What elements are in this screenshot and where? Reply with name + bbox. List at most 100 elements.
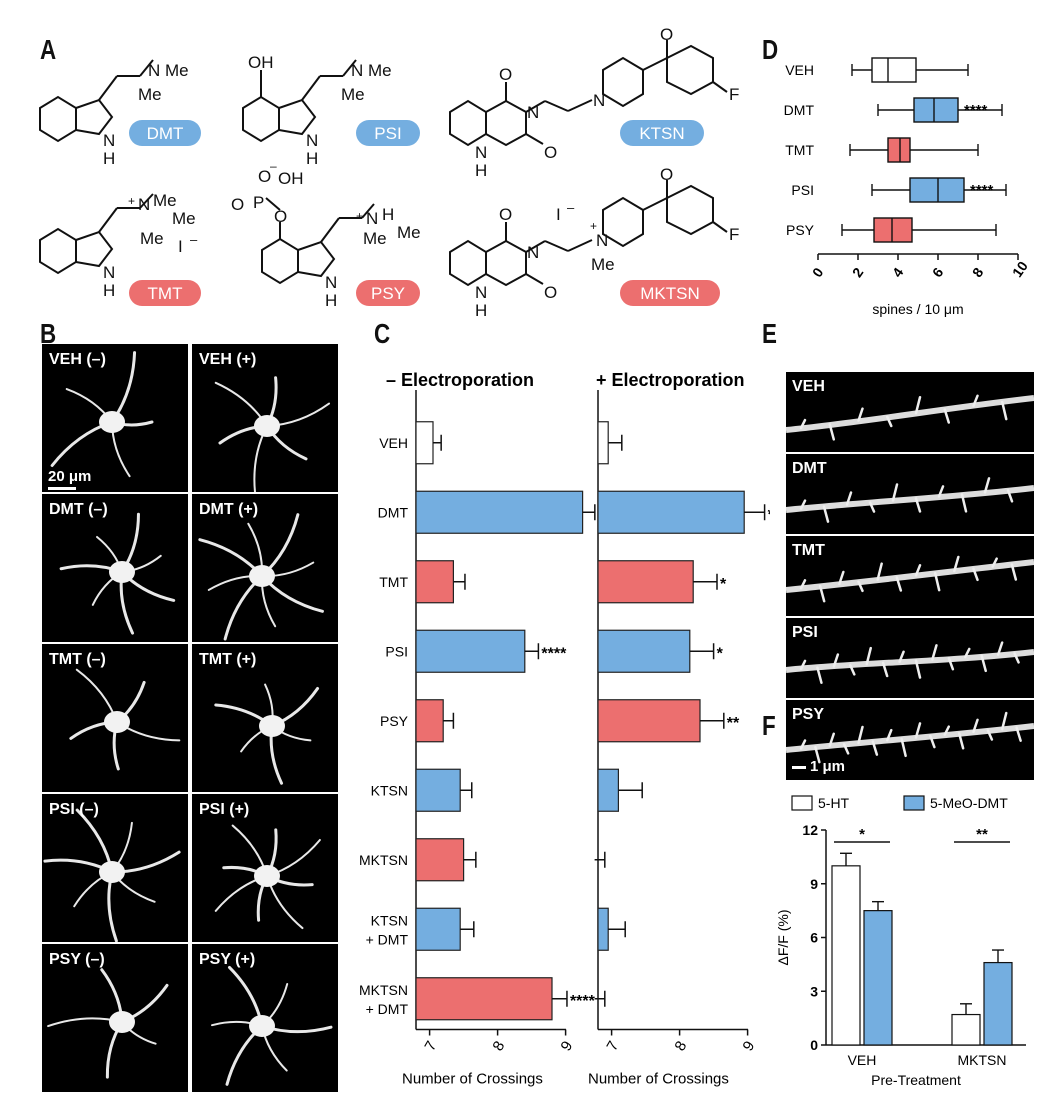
y-tick-label: 6 [810,930,818,946]
dendritic-spine [828,423,835,441]
box [873,217,913,243]
dendritic-spine [816,666,823,684]
dendritic-spine [991,557,998,568]
x-tick-label-plus: 9 [740,1038,759,1054]
psy-o-minus: O [258,167,271,186]
micrograph-psy+: PSY (+) [192,944,338,1092]
micrograph-label: VEH (–) [49,351,106,368]
dendritic-spine [996,641,1004,656]
category-label: TMT [379,574,408,590]
dendritic-spine [886,728,893,742]
micrograph-label: VEH (+) [199,351,257,368]
legend-swatch [791,795,813,811]
category-label: PSY [380,713,409,729]
psi-me2-atom: Me [341,85,365,104]
dmt-h-atom: H [103,149,115,168]
dendritic-spine [818,584,826,603]
dendritic-spine [937,485,945,498]
neuron-shape [59,512,176,635]
neuron-shape [211,965,333,1086]
y-tick-label: 3 [810,983,818,999]
soma [99,411,125,433]
psy-nh-atom: N [325,273,337,292]
dendritic-spine [799,579,807,590]
tmt-n-atom: N [138,195,150,214]
bar [831,865,861,1046]
category-label: + DMT [366,931,409,947]
dendrite-image-veh: VEH [786,372,1034,452]
panel-label-f: F [762,710,776,741]
legend-label: 5-HT [818,795,850,811]
dendritic-spine [953,555,960,573]
y-axis-label: ΔF/F (%) [775,909,791,965]
dendritic-spine [943,408,950,424]
dendritic-spine [871,740,879,756]
psy-plus: + [356,209,363,223]
ktsn-h-atom: H [475,161,487,180]
dendrite-image-tmt: TMT [786,536,1034,616]
dendritic-spine [849,664,856,676]
bar-minus [415,838,465,882]
mktsn-o2-atom: O [544,283,557,302]
psy-minus: – [270,159,277,173]
dendritic-spine [828,732,835,748]
soma [109,1011,135,1033]
category-label: VEH [848,1052,877,1068]
x-axis-label-minus: Number of Crossings [402,1071,543,1088]
dendritic-spine [891,483,899,502]
tmt-badge [129,280,201,306]
dendritic-spine [972,718,979,734]
soma [109,561,135,583]
psy-h1-atom: H [382,205,394,224]
box [913,97,959,123]
dmt-structure [39,59,154,143]
psy-o-atom: O [231,195,244,214]
micrograph-veh+: VEH (+) [192,344,338,492]
significance-plus: * [720,576,727,593]
x-axis-label: spines / 10 μm [872,301,963,317]
dendrite-label: DMT [792,460,827,477]
bar-minus [415,768,461,812]
x-axis-label-plus: Number of Crossings [588,1071,729,1088]
neuron-shape [214,683,320,785]
bar [863,910,893,1046]
psi-nh-atom: N [306,131,318,150]
scale-bar-label: 20 μm [48,468,92,485]
category-label: MKTSN [359,852,408,868]
mktsn-me-atom: Me [591,255,615,274]
dendrite-label: VEH [792,378,825,395]
dendritic-spine [881,661,889,678]
neuron-shape [198,513,324,641]
psy-o2-atom: O [274,207,287,226]
dendritic-spine [914,564,922,577]
dendritic-spine [857,407,864,422]
dendritic-spine [857,725,864,745]
x-tick-label-plus: 7 [604,1038,623,1054]
panel-a-structures: N Me Me N H OH N Me Me N H O N O N H N O… [39,25,739,320]
mktsn-o-atom: O [499,205,512,224]
significance: ** [976,826,988,843]
dendritic-spine [1013,652,1020,664]
significance-minus: **** [541,645,567,662]
mktsn-badge-label: MKTSN [640,284,700,303]
mktsn-plus: + [590,219,597,233]
neuron-shape [50,351,154,478]
significance: **** [970,182,994,199]
dendrite-shape [786,711,1034,764]
scale-bar-label: 1 μm [810,758,846,775]
dendrite-image-psi: PSI [786,618,1034,698]
micrograph-tmt+: TMT (+) [192,644,338,792]
tmt-nh-atom: N [103,263,115,282]
dendritic-spine [964,647,971,659]
micrograph-label: PSI (–) [49,801,99,818]
x-tick-label: 2 [849,264,867,280]
psi-oh-atom: OH [248,53,274,72]
neuron-shape [69,668,181,771]
tmt-minus: – [190,232,198,247]
micrograph-dmt–: DMT (–) [42,494,188,642]
dendritic-spine [865,646,872,666]
dmt-me2-atom: Me [138,85,162,104]
category-label: VEH [379,435,408,451]
